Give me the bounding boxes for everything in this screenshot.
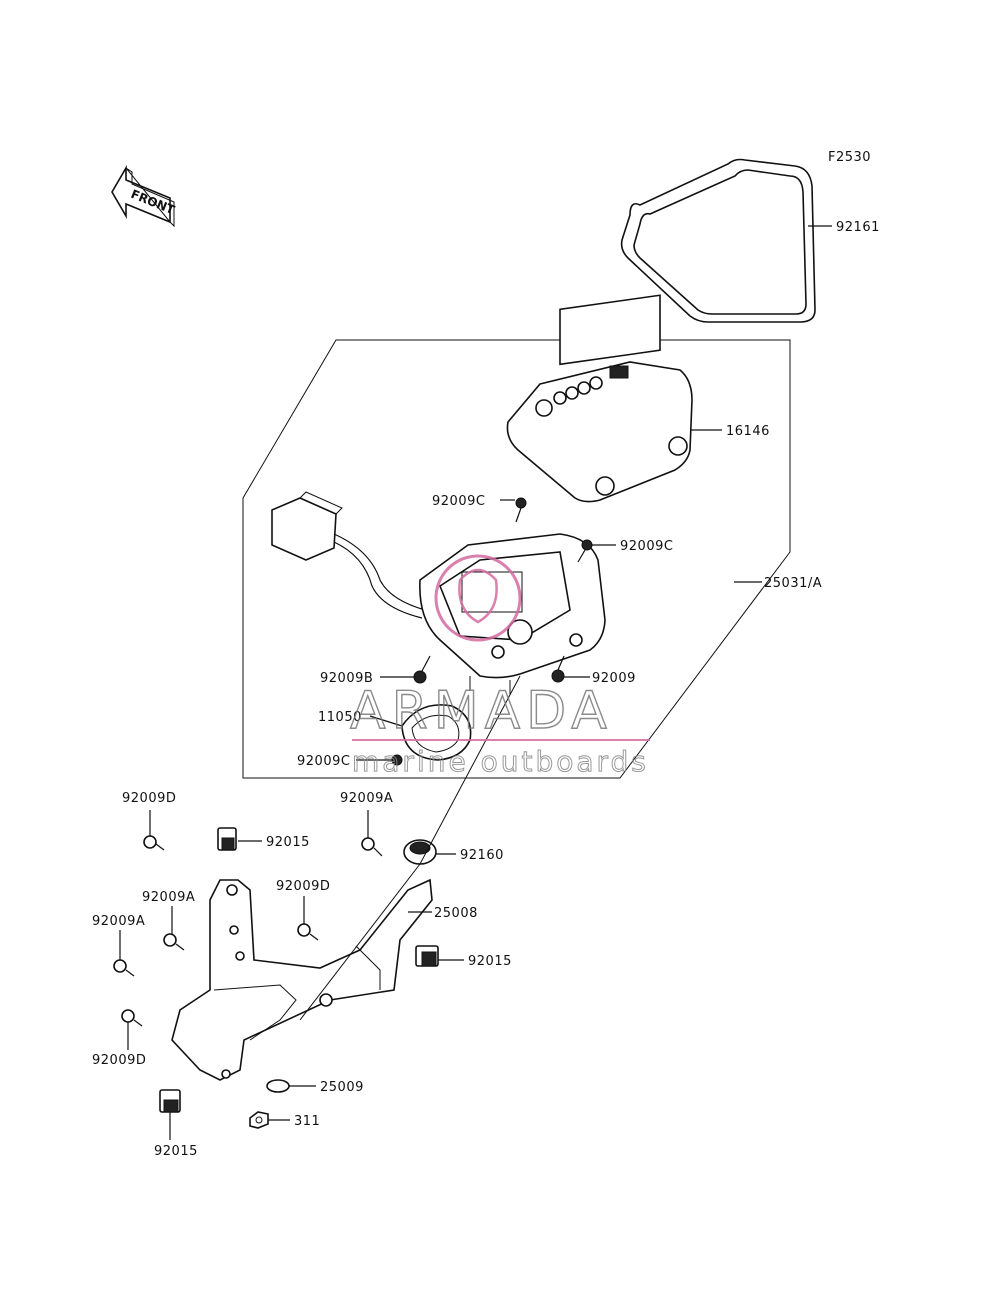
- callout-92009: 92009: [592, 671, 636, 686]
- callout-25031a: 25031/A: [764, 576, 822, 591]
- callout-92009d-b: 92009D: [276, 879, 330, 894]
- bolt-92009d-bottom: [121, 1009, 143, 1027]
- watermark-brand: ARMADA: [350, 681, 613, 741]
- assembly-outline: [242, 339, 791, 779]
- watermark-logo-icon: [434, 554, 522, 642]
- callout-92009c-a: 92009C: [432, 494, 485, 509]
- gasket-frame: [620, 158, 816, 323]
- callout-92015-c: 92015: [154, 1144, 198, 1159]
- callout-92015-a: 92015: [266, 835, 310, 850]
- grommet: [403, 839, 437, 865]
- bolt-92009a-left: [113, 959, 135, 977]
- wiring-connector: [271, 491, 426, 619]
- callout-92009d-a: 92009D: [122, 791, 176, 806]
- callout-92160: 92160: [460, 848, 504, 863]
- callout-92009c-b: 92009C: [620, 539, 673, 554]
- bolt-92009d-top: [143, 835, 165, 851]
- watermark-tagline: marine outboards: [352, 745, 649, 778]
- figure-code: F2530: [828, 150, 871, 165]
- meter-body: [419, 533, 606, 694]
- clip-nut-top: [217, 827, 237, 851]
- bolt-92009a-top: [361, 837, 383, 857]
- leader-lines: [119, 225, 832, 1140]
- washer: [266, 1079, 290, 1093]
- bolt-92009d-mid: [297, 923, 319, 941]
- clip-nut-bottom: [159, 1089, 181, 1113]
- callout-92009a-b: 92009A: [142, 890, 195, 905]
- callout-311: 311: [294, 1114, 320, 1129]
- callout-92009b: 92009B: [320, 671, 373, 686]
- watermark: ARMADA marine outboards: [349, 554, 650, 779]
- main-bracket: [171, 878, 433, 1081]
- callout-25008: 25008: [434, 906, 478, 921]
- callout-25009: 25009: [320, 1080, 364, 1095]
- screw-92009b: [413, 655, 431, 684]
- callout-92009d-c: 92009D: [92, 1053, 146, 1068]
- callout-92009a-c: 92009A: [92, 914, 145, 929]
- callout-92009a-a: 92009A: [340, 791, 393, 806]
- front-arrow-icon: FRONT: [111, 165, 177, 228]
- nut: [249, 1111, 269, 1129]
- callout-16146: 16146: [726, 424, 770, 439]
- meter-cover: [506, 294, 693, 503]
- clip-nut-right: [415, 945, 439, 967]
- bolt-92009a-mid: [163, 933, 185, 951]
- screw-92009c-top: [515, 497, 527, 523]
- callout-labels: 92161 16146 25031/A 92009C 92009C 92009B…: [92, 220, 880, 1159]
- callout-92009c-c: 92009C: [297, 754, 350, 769]
- callout-11050: 11050: [318, 710, 362, 725]
- screw-92009: [551, 655, 565, 683]
- callout-92161: 92161: [836, 220, 880, 235]
- callout-92015-b: 92015: [468, 954, 512, 969]
